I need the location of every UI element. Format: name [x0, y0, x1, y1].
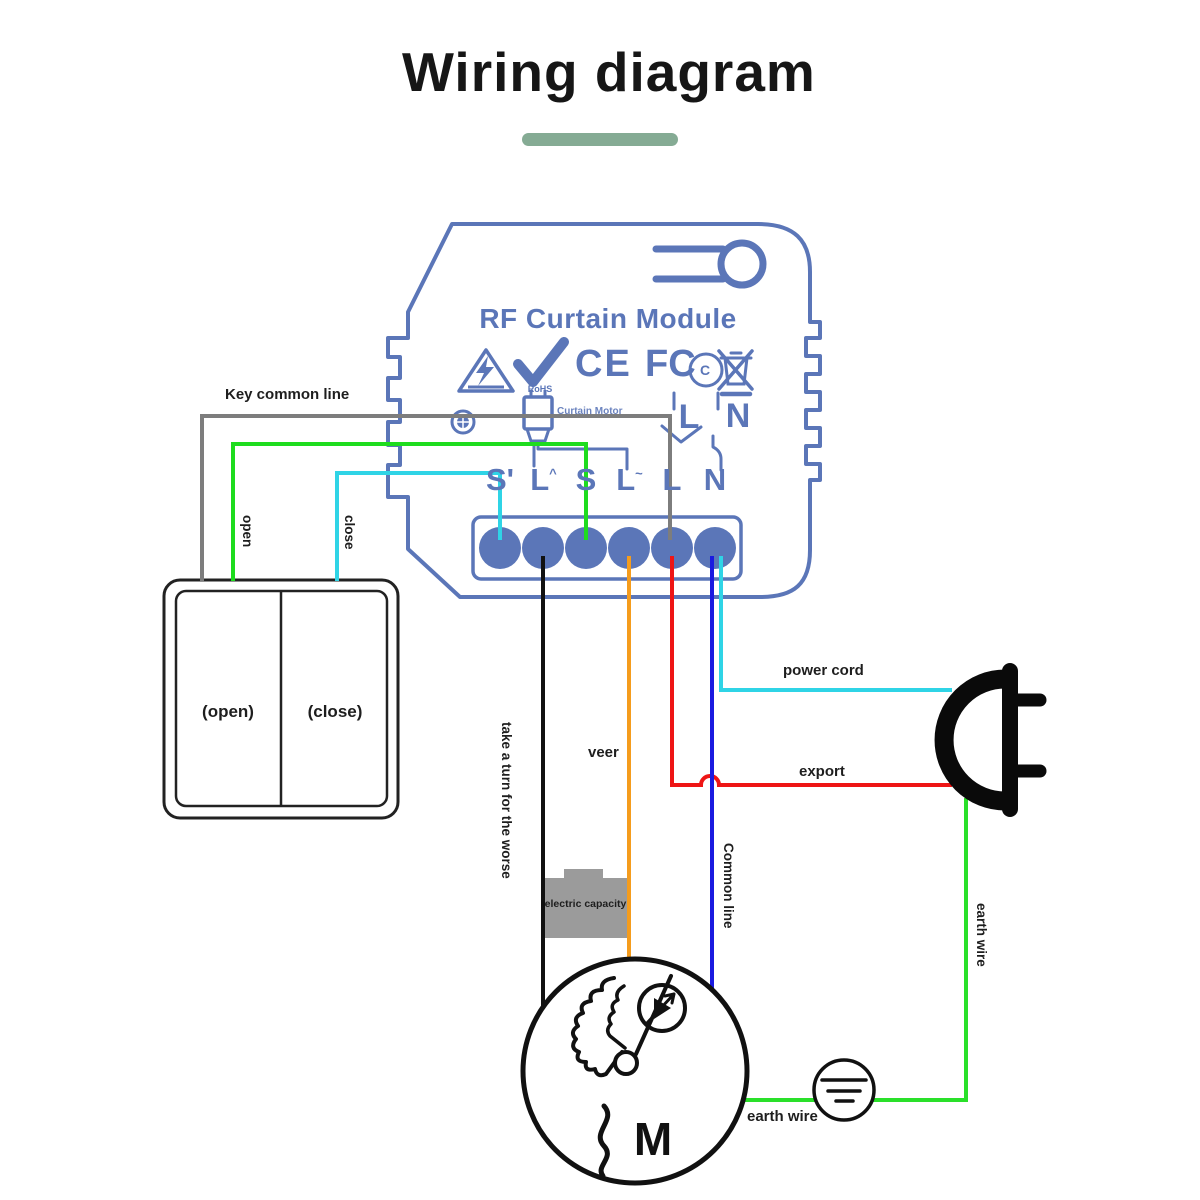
power-plug-icon — [934, 663, 1047, 817]
earth-wire-vertical-label: earth wire — [974, 903, 989, 967]
terminal-label-neutral: N — [703, 462, 727, 497]
terminal-label-live: L — [662, 462, 682, 497]
terminal-label-s1: S' — [485, 462, 515, 497]
certification-icons — [457, 337, 754, 397]
ground-symbol — [812, 1058, 876, 1122]
wire-red-export — [670, 556, 952, 787]
capacitor-box — [544, 869, 627, 938]
wire-cyan-power-cord — [719, 556, 952, 692]
fcc-mark: FC — [645, 343, 696, 385]
fcc-inner-c: C — [700, 362, 711, 378]
terminal-l-up — [522, 527, 564, 569]
electric-capacity-label: electric capacity — [544, 898, 627, 910]
terminal-s1 — [479, 527, 521, 569]
ce-mark: CE — [575, 343, 632, 385]
export-label: export — [799, 763, 845, 780]
terminal-live — [651, 527, 693, 569]
terminal-label-l-up: L^ — [530, 462, 556, 497]
rohs-label: RoHS — [527, 384, 553, 394]
switch-open-label: (open) — [202, 702, 254, 721]
input-l-label: L — [678, 398, 700, 436]
wire-gray-key-common — [200, 414, 672, 581]
warning-triangle-icon — [457, 348, 515, 393]
rohs-check-icon — [513, 337, 569, 387]
screw-icon — [450, 409, 476, 435]
motor-winding-scribble — [571, 976, 624, 1078]
terminal-neutral — [694, 527, 736, 569]
title-underline — [522, 133, 678, 146]
close-wire-label: close — [342, 515, 357, 550]
wire-cyan-close — [335, 471, 502, 581]
page-title: Wiring diagram — [402, 41, 816, 103]
wire-green-open — [231, 442, 588, 581]
motor-winding-inner — [606, 984, 627, 1050]
weee-bin-icon — [717, 349, 754, 397]
key-common-line-label: Key common line — [225, 386, 350, 403]
curtain-motor-label: Curtain Motor — [557, 406, 623, 417]
motor-m-label: M — [633, 1113, 673, 1165]
terminal-l-down — [608, 527, 650, 569]
terminal-strip — [471, 515, 743, 581]
motor-direction-triangle — [654, 998, 671, 1019]
open-wire-label: open — [240, 515, 255, 548]
motor-pulley-circle — [613, 1050, 639, 1076]
motor-ac-tilde — [597, 1103, 611, 1179]
wall-switch — [162, 578, 400, 820]
earth-wire-bottom-label: earth wire — [747, 1108, 818, 1125]
terminal-label-l-down: L~ — [616, 462, 642, 497]
terminal-label-s2: S — [575, 462, 597, 497]
motor-direction-circle — [637, 983, 687, 1033]
fcc-circle — [688, 352, 724, 388]
common-line-label: Common line — [721, 843, 736, 929]
terminal-s2 — [565, 527, 607, 569]
keyhole-icon — [652, 239, 767, 289]
wire-green-earth — [741, 798, 968, 1102]
input-n-label: N — [725, 397, 751, 435]
switch-close-label: (close) — [307, 702, 363, 721]
take-a-turn-label: take a turn for the worse — [499, 722, 514, 879]
power-cord-label: power cord — [783, 662, 864, 679]
motor-symbol — [520, 956, 750, 1186]
veer-label: veer — [588, 744, 619, 761]
module-name: RF Curtain Module — [479, 303, 737, 334]
curtain-module-outline — [386, 222, 822, 599]
